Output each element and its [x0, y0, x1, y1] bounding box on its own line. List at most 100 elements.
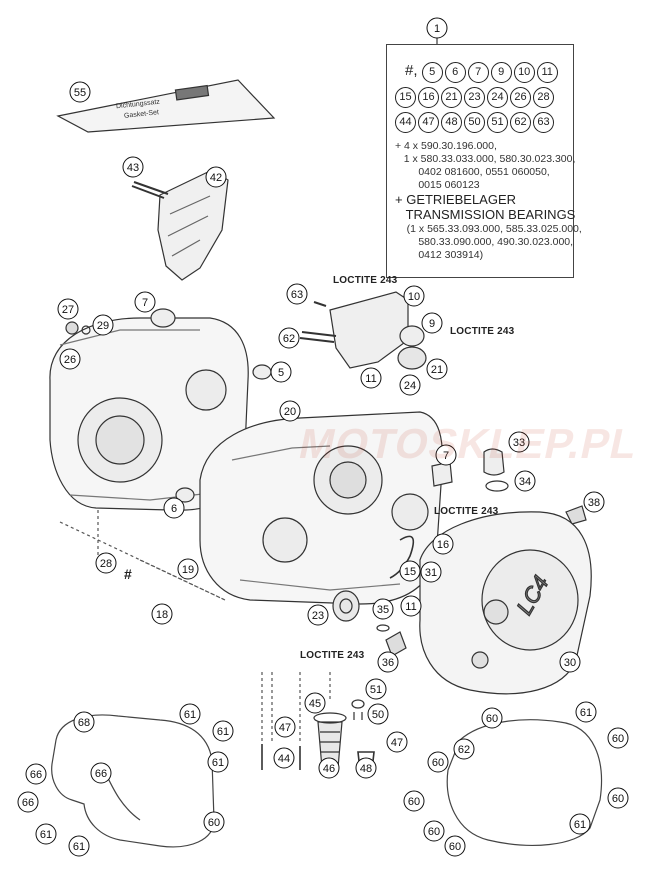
svg-text:7: 7: [443, 450, 449, 462]
svg-text:31: 31: [425, 567, 437, 579]
callout-36: 36: [377, 651, 399, 673]
callout-26: 26: [59, 348, 81, 370]
svg-text:63: 63: [291, 289, 303, 301]
callout-30: 30: [559, 651, 581, 673]
callout-60: 60: [607, 787, 629, 809]
bearings-line-3: (1 x 565.33.093.000, 585.33.025.000,: [395, 223, 582, 235]
callout-11: 11: [360, 367, 382, 389]
svg-text:24: 24: [404, 380, 416, 392]
callout-61: 61: [207, 751, 229, 773]
svg-text:19: 19: [182, 564, 194, 576]
svg-text:61: 61: [574, 819, 586, 831]
callout-47: 47: [386, 731, 408, 753]
svg-text:29: 29: [97, 320, 109, 332]
svg-text:61: 61: [217, 726, 229, 738]
callout-15: 15: [399, 560, 421, 582]
svg-text:1: 1: [434, 23, 440, 35]
svg-text:51: 51: [370, 684, 382, 696]
svg-text:7: 7: [142, 297, 148, 309]
svg-text:30: 30: [564, 657, 576, 669]
callout-55: 55: [69, 81, 91, 103]
svg-text:60: 60: [612, 793, 624, 805]
callout-29: 29: [92, 314, 114, 336]
callout-50: 50: [367, 703, 389, 725]
svg-text:9: 9: [429, 318, 435, 330]
callout-27: 27: [57, 298, 79, 320]
svg-text:38: 38: [588, 497, 600, 509]
callout-61: 61: [569, 813, 591, 835]
svg-text:16: 16: [437, 539, 449, 551]
svg-text:46: 46: [323, 763, 335, 775]
svg-text:23: 23: [312, 610, 324, 622]
svg-text:43: 43: [127, 162, 139, 174]
callout-51: 51: [365, 678, 387, 700]
svg-text:61: 61: [40, 829, 52, 841]
svg-text:48: 48: [360, 763, 372, 775]
callout-5: 5: [270, 361, 292, 383]
kit-note-4: 0015 060123: [395, 179, 480, 191]
bearings-line-5: 0412 303914): [395, 249, 484, 261]
svg-text:60: 60: [612, 733, 624, 745]
svg-text:33: 33: [513, 437, 525, 449]
callout-61: 61: [212, 720, 234, 742]
gasket-booklet-shape: [56, 79, 276, 133]
svg-text:50: 50: [372, 709, 384, 721]
svg-text:62: 62: [458, 744, 470, 756]
callout-62: 62: [278, 327, 300, 349]
callout-21: 21: [426, 358, 448, 380]
watermark: MOTOSKLEP.PL: [295, 420, 643, 467]
callout-60: 60: [427, 751, 449, 773]
bolt-43-shape: [131, 181, 169, 199]
svg-text:66: 66: [95, 768, 107, 780]
svg-text:42: 42: [210, 172, 222, 184]
svg-text:62: 62: [283, 333, 295, 345]
svg-text:26: 26: [64, 354, 76, 366]
loctite-label-bottom: LOCTITE 243: [300, 650, 365, 661]
callout-23: 23: [307, 604, 329, 626]
callout-45: 45: [304, 692, 326, 714]
svg-text:66: 66: [30, 769, 42, 781]
svg-text:21: 21: [431, 364, 443, 376]
callout-62: 62: [453, 738, 475, 760]
callout-35: 35: [372, 598, 394, 620]
svg-text:47: 47: [391, 737, 403, 749]
callout-60: 60: [403, 790, 425, 812]
callout-60: 60: [444, 835, 466, 857]
callout-43: 43: [122, 156, 144, 178]
callout-6: 6: [163, 497, 185, 519]
kit-note-3: 0402 081600, 0551 060050,: [395, 166, 550, 178]
callout-33: 33: [508, 431, 530, 453]
callout-44: 44: [273, 747, 295, 769]
callout-61: 61: [35, 823, 57, 845]
callout-10: 10: [403, 285, 425, 307]
callout-1: 1: [426, 17, 448, 44]
callout-18: 18: [151, 603, 173, 625]
loctite-label-right: LOCTITE 243: [450, 326, 515, 337]
callout-66: 66: [17, 791, 39, 813]
svg-text:11: 11: [405, 601, 416, 613]
callout-60: 60: [481, 707, 503, 729]
svg-text:36: 36: [382, 657, 394, 669]
callout-11: 11: [400, 595, 422, 617]
callout-16: 16: [432, 533, 454, 555]
callout-9: 9: [421, 312, 443, 334]
callout-68: 68: [73, 711, 95, 733]
svg-text:20: 20: [284, 406, 296, 418]
svg-text:55: 55: [74, 87, 86, 99]
svg-text:27: 27: [62, 304, 74, 316]
callout-48: 48: [355, 757, 377, 779]
callout-66: 66: [90, 762, 112, 784]
callout-66: 66: [25, 763, 47, 785]
kit-note-1: + 4 x 590.30.196.000,: [395, 140, 497, 152]
callout-31: 31: [420, 561, 442, 583]
svg-text:34: 34: [519, 476, 531, 488]
callout-7: 7: [134, 291, 156, 313]
callout-layer: 1554342277292656362109112421203334738616…: [17, 17, 629, 857]
callout-60: 60: [203, 811, 225, 833]
